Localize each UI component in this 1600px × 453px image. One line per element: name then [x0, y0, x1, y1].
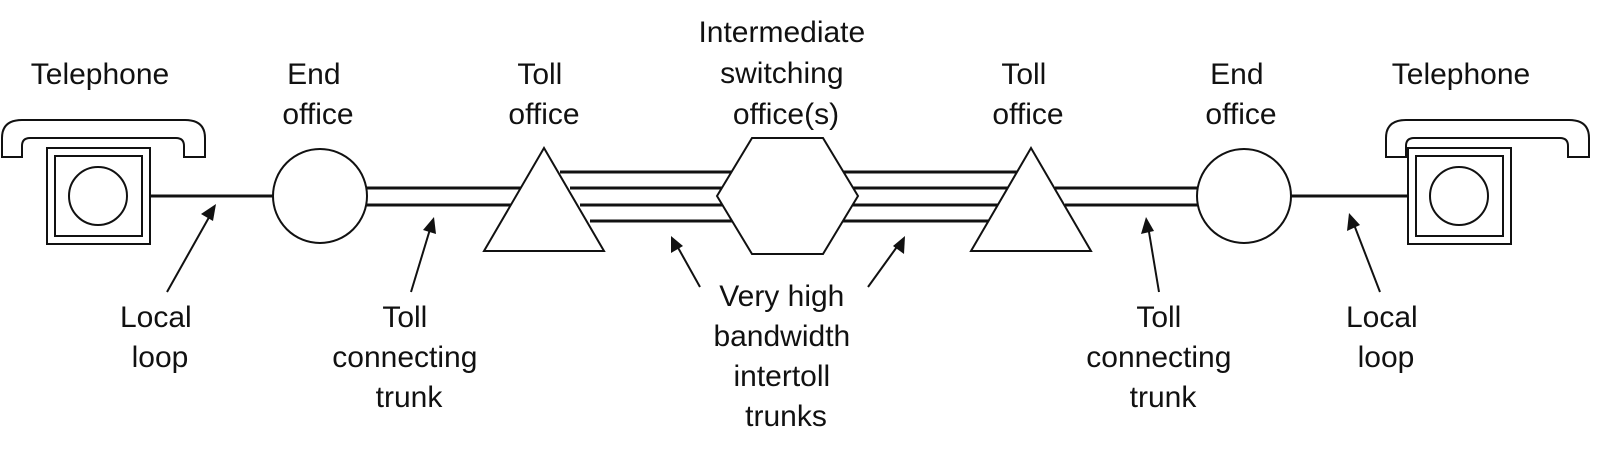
local-loop-right-arrow: [1347, 213, 1381, 293]
intertoll-trunks-label: Very high bandwidth intertoll trunks: [713, 280, 858, 433]
end-office-left-label: End office: [282, 58, 353, 131]
intertoll-trunks-right-wire: [835, 170, 1020, 223]
telephone-left-icon: [1, 119, 206, 245]
intertoll-trunks-left-wire: [560, 170, 745, 223]
end-office-left-circle: [272, 148, 368, 244]
intertoll-right-arrow: [867, 236, 905, 288]
toll-trunk-right-label: Toll connecting trunk: [1086, 301, 1239, 414]
pointer-arrows: [166, 204, 1381, 293]
local-loop-right-label: Local loop: [1346, 301, 1426, 374]
telephone-right-label: Telephone: [1392, 58, 1530, 91]
toll-trunk-right-wire: [1055, 186, 1200, 207]
toll-trunk-right-arrow: [1141, 217, 1160, 293]
toll-office-left-label: Toll office: [508, 58, 579, 131]
toll-trunk-left-wire: [365, 186, 522, 207]
toll-office-right-triangle: [969, 146, 1093, 252]
intertoll-left-arrow: [671, 236, 701, 288]
toll-office-left-triangle: [482, 146, 606, 252]
end-office-right-circle: [1196, 148, 1292, 244]
telephone-left-label: Telephone: [31, 58, 169, 91]
local-loop-left-arrow: [166, 204, 216, 293]
end-office-right-label: End office: [1205, 58, 1276, 131]
intermediate-switching-office-hexagon: [715, 137, 860, 255]
toll-trunk-left-arrow: [410, 217, 436, 293]
intermediate-switching-office-label: Intermediate switching office(s): [698, 16, 873, 131]
wires: [150, 170, 1408, 223]
local-loop-left-label: Local loop: [120, 301, 200, 374]
toll-office-right-label: Toll office: [992, 58, 1063, 131]
toll-trunk-left-label: Toll connecting trunk: [332, 301, 485, 414]
telephone-right-icon: [1385, 119, 1590, 245]
